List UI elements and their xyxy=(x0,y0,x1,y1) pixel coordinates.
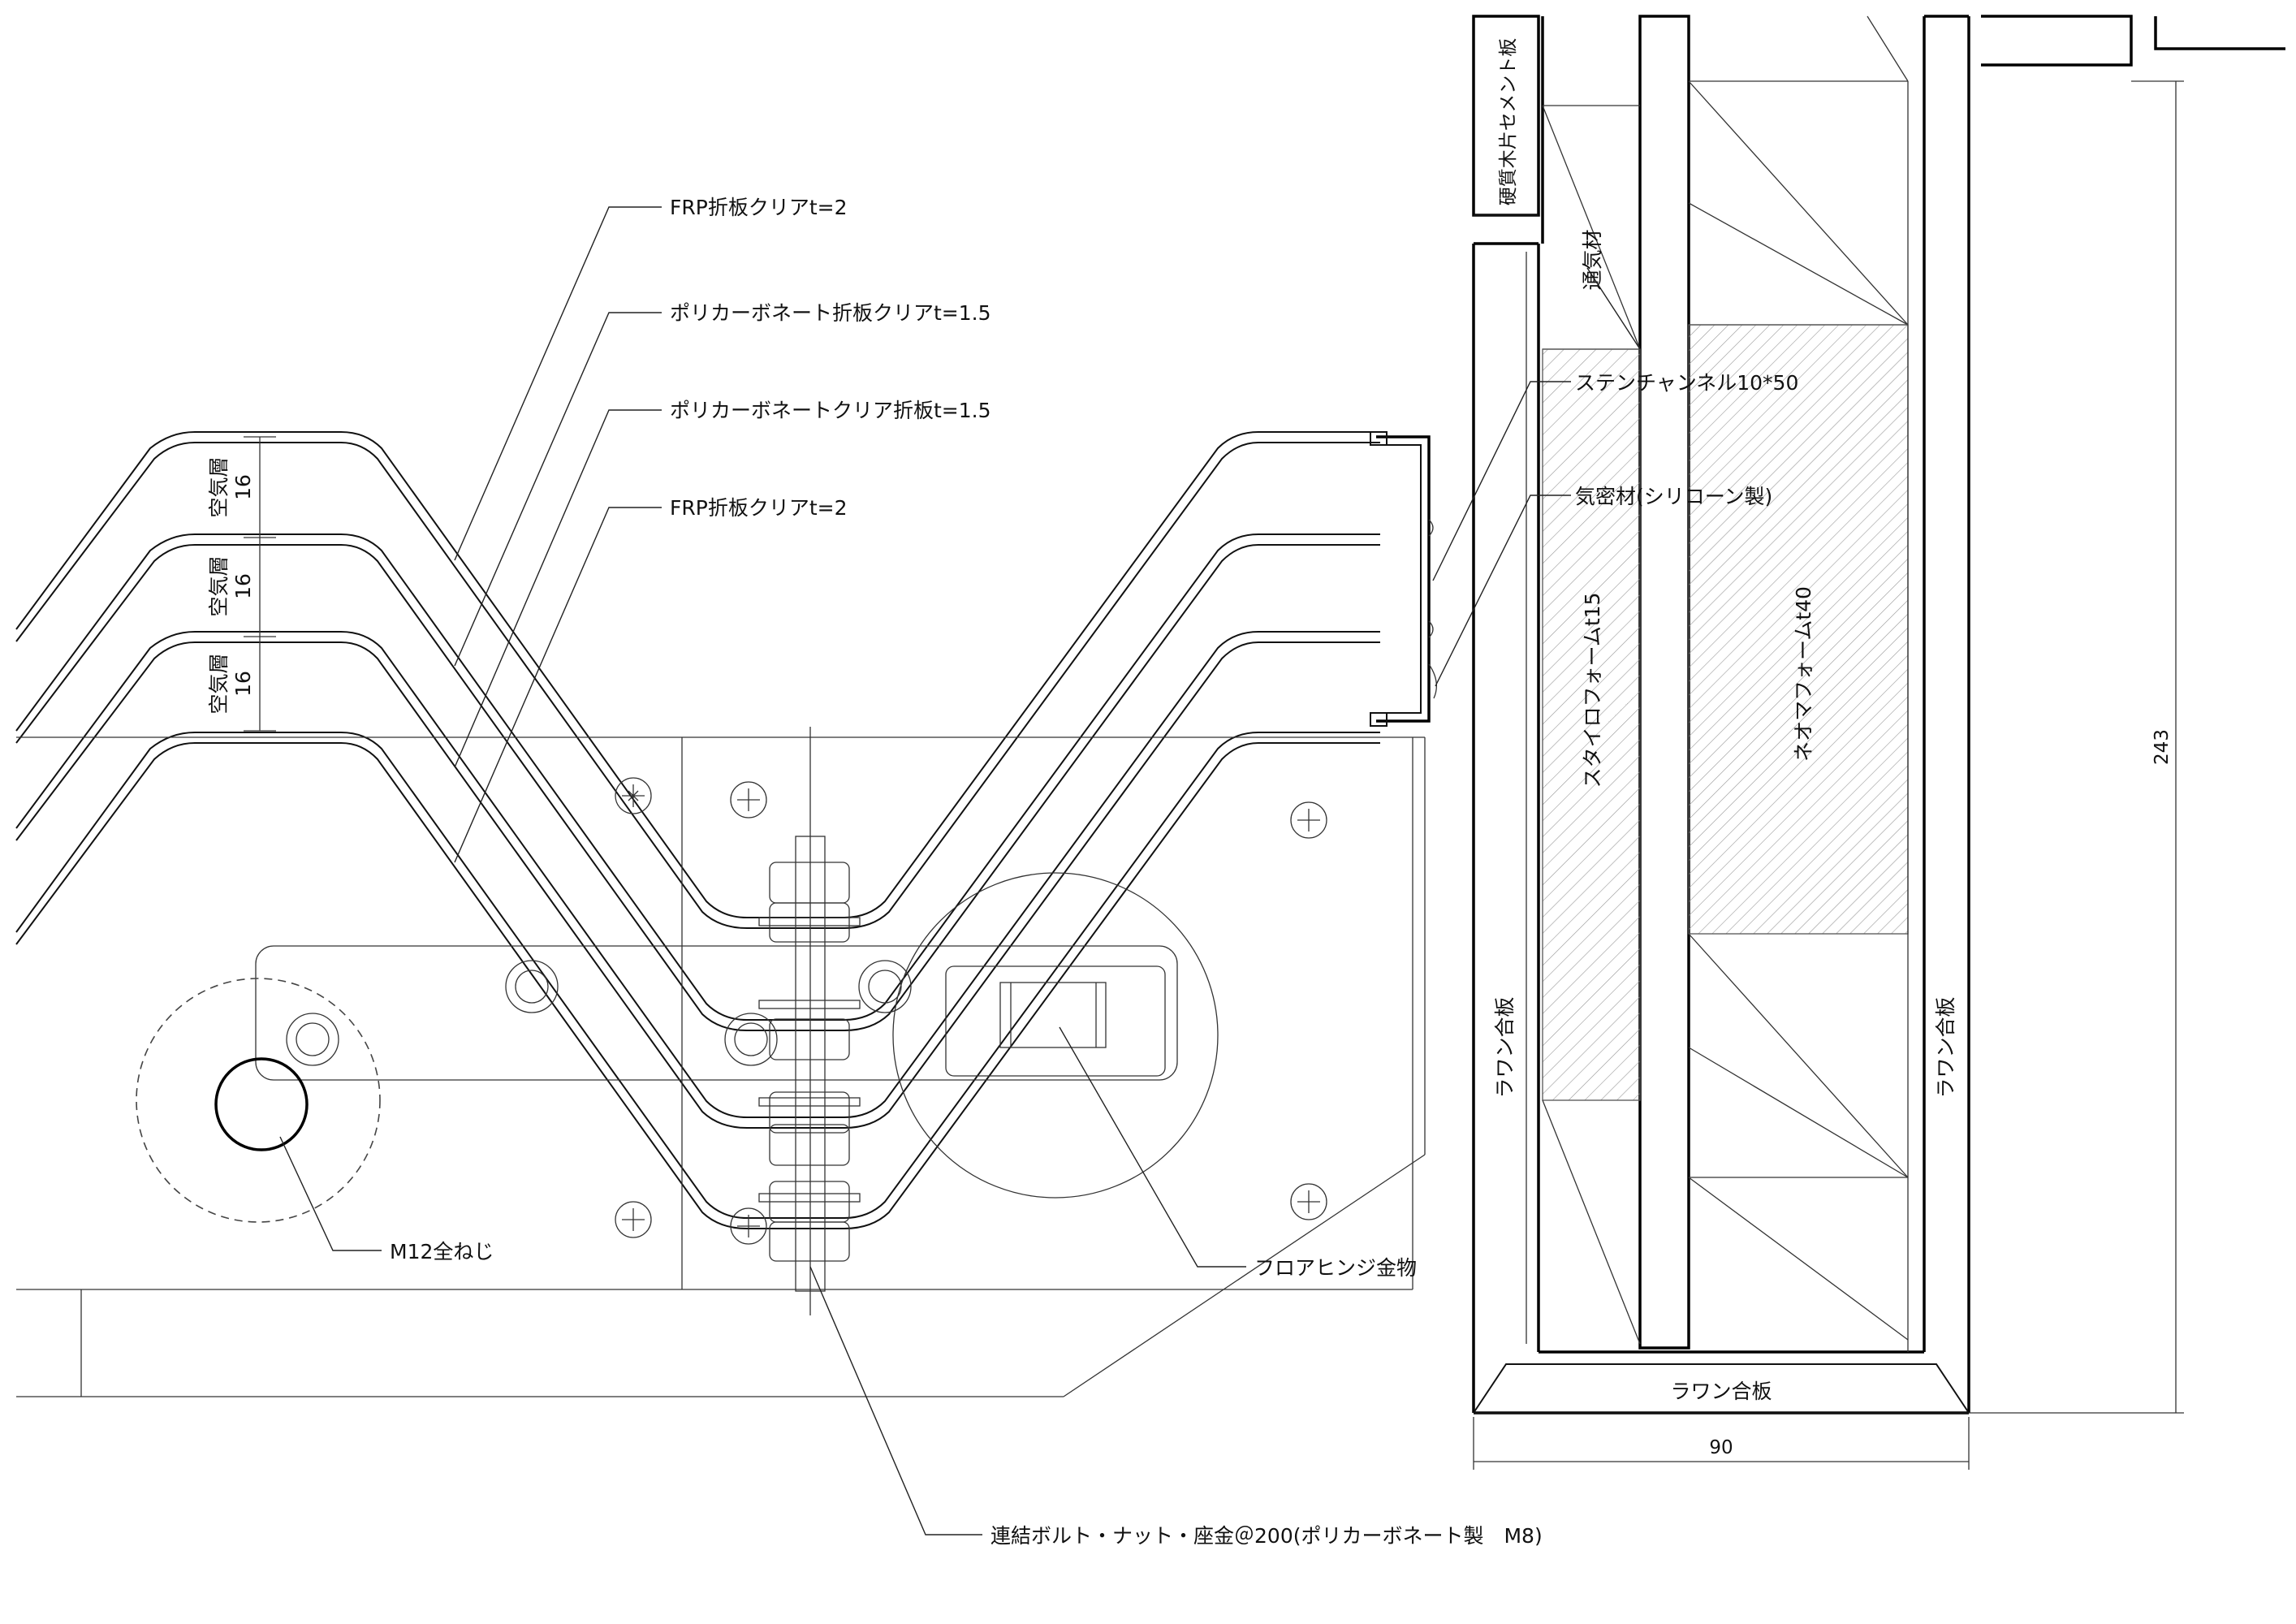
label-styro: スタイロフォームt15 xyxy=(1581,593,1604,788)
air-layer-1-label: 空気層 xyxy=(207,456,231,517)
label-stain-channel: ステンチャンネル10*50 xyxy=(1575,371,1798,395)
label-m12: M12全ねじ xyxy=(390,1240,494,1263)
connecting-bolt xyxy=(758,727,861,1315)
label-airtight: 気密材(シリコーン製) xyxy=(1575,485,1772,508)
label-lauan-right: ラワン合板 xyxy=(1934,996,1957,1098)
screws xyxy=(615,777,1327,1245)
dim-width: 90 xyxy=(1709,1437,1733,1458)
folded-panels xyxy=(15,431,1380,1229)
label-frp-top: FRP折板クリアt=2 xyxy=(670,196,847,219)
label-floor-hinge: フロアヒンジ金物 xyxy=(1254,1256,1417,1280)
frp-sheet-bottom xyxy=(15,732,1380,1219)
label-neoma: ネオマフォームt40 xyxy=(1792,586,1815,762)
air-layer-2-value: 16 xyxy=(231,573,255,599)
stain-channel xyxy=(1370,431,1438,727)
label-vent: 通気材 xyxy=(1581,229,1604,290)
labels: FRP折板クリアt=2 ポリカーボネート折板クリアt=1.5 ポリカーボネートク… xyxy=(390,38,1957,1548)
dim-height: 243 xyxy=(2151,729,2173,765)
label-pc-clear-fold: ポリカーボネートクリア折板t=1.5 xyxy=(670,399,991,422)
pc-sheet-1 xyxy=(15,533,1380,1021)
label-cement-board: 硬質木片セメント板 xyxy=(1498,38,1519,206)
wall-section xyxy=(1472,15,2285,1415)
base-plate xyxy=(16,736,1426,1397)
label-lauan-left: ラワン合板 xyxy=(1493,996,1517,1098)
air-layer-1-value: 16 xyxy=(231,474,255,500)
label-lauan-bottom: ラワン合板 xyxy=(1670,1380,1772,1403)
pc-sheet-2 xyxy=(15,631,1380,1118)
dimension-lines: 90 243 xyxy=(1473,80,2184,1470)
label-frp-bottom: FRP折板クリアt=2 xyxy=(670,496,847,520)
air-layer-dimensions: 空気層 16 空気層 16 空気層 16 xyxy=(207,436,276,732)
air-layer-3-label: 空気層 xyxy=(207,653,231,714)
label-pc-fold: ポリカーボネート折板クリアt=1.5 xyxy=(670,301,991,325)
air-layer-3-value: 16 xyxy=(231,671,255,697)
label-bolt: 連結ボルト・ナット・座金＠200(ポリカーボネート製 M8) xyxy=(990,1524,1543,1548)
floor-hinge xyxy=(505,872,1219,1199)
air-layer-2-label: 空気層 xyxy=(207,555,231,616)
m12-rod xyxy=(136,978,381,1223)
frp-sheet-top xyxy=(15,431,1380,918)
leader-lines xyxy=(279,206,1641,1535)
